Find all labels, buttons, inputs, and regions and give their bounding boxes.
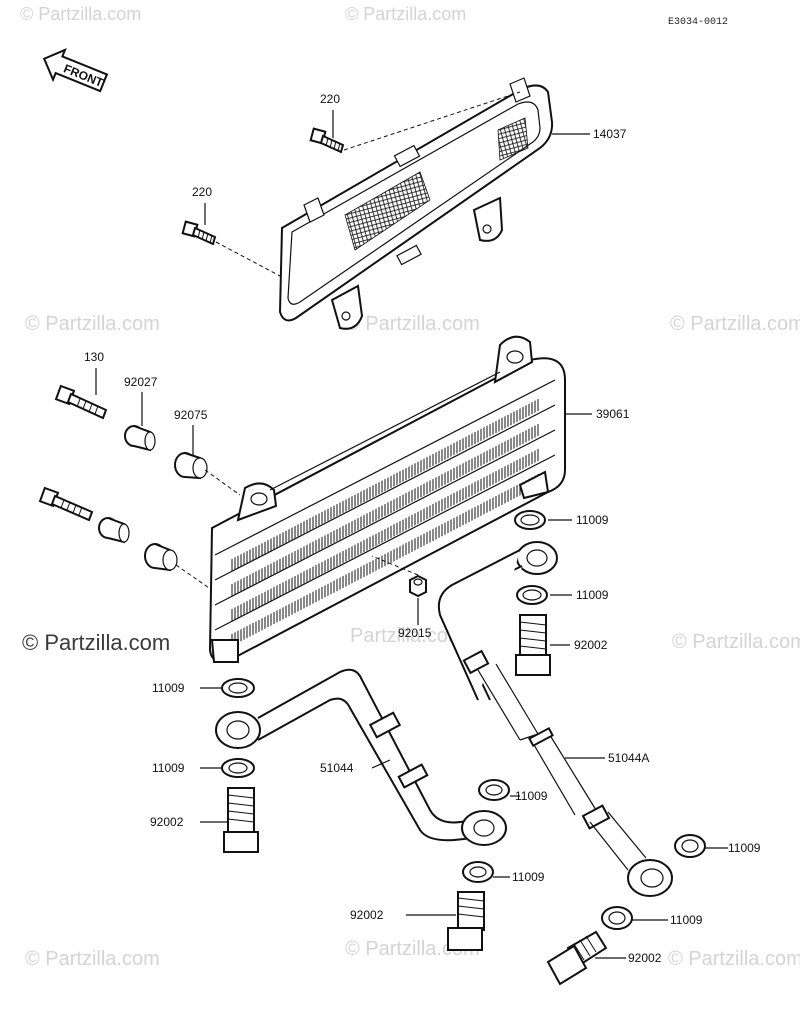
part-number-92027: 92027 <box>124 375 158 389</box>
oil-hose-51044 <box>215 668 507 846</box>
banjo-bolt-92002-b <box>223 787 259 853</box>
part-labels: 14037 220 220 130 92027 92075 39061 1100… <box>84 92 761 965</box>
watermark: © Partzilla.com <box>670 313 800 335</box>
part-number-220: 220 <box>192 185 212 199</box>
watermark-group: © Partzilla.com © Partzilla.com © Partzi… <box>20 4 800 970</box>
part-number-11009: 11009 <box>515 789 548 803</box>
washer-11009-f <box>462 861 494 883</box>
part-number-11009: 11009 <box>576 588 609 602</box>
watermark: © Partzilla.com <box>672 631 800 653</box>
part-number-11009: 11009 <box>152 681 185 695</box>
washer-11009-e <box>478 779 510 801</box>
oil-cooler-screen-guard <box>278 77 554 330</box>
watermark: © Partzilla.com <box>20 4 141 24</box>
watermark: © Partzilla.com <box>345 4 466 24</box>
grommet-92075-upper <box>174 452 241 496</box>
grommet-92075-lower <box>144 543 213 591</box>
part-number-11009: 11009 <box>670 913 703 927</box>
part-number-11009: 11009 <box>576 513 609 527</box>
bolt-220-lower <box>181 220 281 277</box>
watermark: © Partzilla.com <box>668 948 800 970</box>
washer-11009-a <box>514 510 546 530</box>
washer-11009-g <box>674 834 706 858</box>
part-number-92002: 92002 <box>628 951 662 965</box>
banjo-bolt-92002-c <box>447 891 485 951</box>
part-number-51044: 51044 <box>320 761 354 775</box>
bolt-130-upper <box>54 384 108 420</box>
watermark: © Partzilla.com <box>345 313 480 335</box>
watermark: Partzilla.com <box>350 625 464 647</box>
part-number-39061: 39061 <box>596 407 630 421</box>
part-number-14037: 14037 <box>593 127 627 141</box>
front-arrow-icon: FRONT <box>42 48 109 93</box>
washer-11009-c <box>221 678 255 698</box>
washer-11009-d <box>221 758 255 778</box>
part-number-92015: 92015 <box>398 626 432 640</box>
collar-92027-lower <box>98 517 130 544</box>
diagram-code: E3034-0012 <box>668 17 728 28</box>
collar-92027-upper <box>124 425 156 452</box>
part-number-92002: 92002 <box>350 908 384 922</box>
part-number-11009: 11009 <box>512 870 545 884</box>
banjo-bolt-92002-d <box>546 930 608 986</box>
part-number-220: 220 <box>320 92 340 106</box>
banjo-bolt-92002-a <box>515 614 551 676</box>
watermark: © Partzilla.com <box>25 948 160 970</box>
part-number-92002: 92002 <box>150 815 184 829</box>
watermark: © Partzilla.com <box>345 938 480 960</box>
bolt-220-upper <box>309 91 521 154</box>
oil-cooler-core <box>208 335 566 663</box>
part-number-51044A: 51044A <box>608 751 649 765</box>
nut-92015 <box>371 555 427 598</box>
washer-11009-h <box>601 906 633 930</box>
bolt-130-lower <box>38 486 94 522</box>
part-number-92075: 92075 <box>174 408 208 422</box>
watermark: © Partzilla.com <box>22 630 170 655</box>
watermark: © Partzilla.com <box>25 313 160 335</box>
washer-11009-b <box>516 585 548 605</box>
part-number-92002: 92002 <box>574 638 608 652</box>
part-number-11009: 11009 <box>152 761 185 775</box>
leader-lines <box>95 110 728 959</box>
oil-hose-51044A <box>437 541 673 897</box>
part-number-130: 130 <box>84 350 104 364</box>
part-number-11009: 11009 <box>728 841 761 855</box>
